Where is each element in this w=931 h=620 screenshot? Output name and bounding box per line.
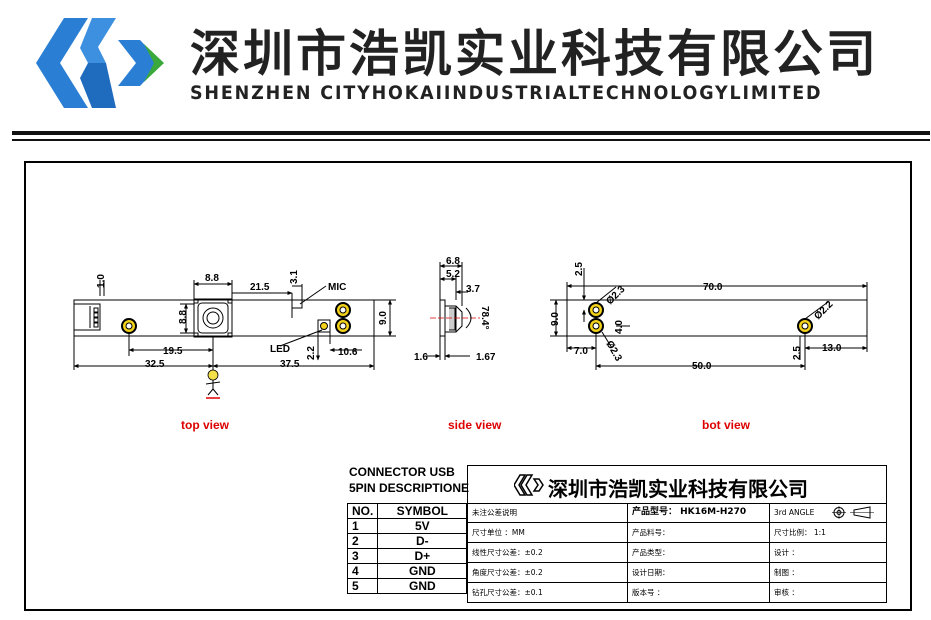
pin-symbol: GND <box>377 578 468 594</box>
dim-9-0-top: 9.0 <box>378 311 389 325</box>
drawing-frame <box>24 161 912 611</box>
bot-view-pcb-outline <box>566 299 868 337</box>
dim-8-8-top: 8.8 <box>205 273 219 284</box>
hk-small-logo-icon <box>514 474 544 496</box>
mascot-figure-icon <box>205 369 221 399</box>
title-block-row: 钻孔尺寸公差：±0.1 版本号 ： 审核 ： <box>468 583 886 602</box>
dim-phi-2-2: Ø2.2 <box>812 299 835 322</box>
title-block-row: 尺寸单位 ：MM 产品料号： 尺寸比例： 1:1 <box>468 523 886 543</box>
pin-no: 3 <box>346 548 379 564</box>
dim-3-1: 3.1 <box>289 270 300 284</box>
hole-tolerance: 钻孔尺寸公差：±0.1 <box>468 583 628 602</box>
top-view-label: top view <box>181 418 230 432</box>
dim-70-0: 70.0 <box>703 282 723 293</box>
pin-table-header: NO.SYMBOL <box>346 503 468 519</box>
dim-6-8: 6.8 <box>446 256 460 267</box>
dim-5-2: 5.2 <box>446 269 460 280</box>
version-no: 版本号 ： <box>628 583 770 602</box>
bot-view <box>550 268 868 370</box>
projection-angle-label: 3rd ANGLE <box>774 508 815 517</box>
title-block-row: 未注公差说明 产品型号： HK16M-H270 3rd ANGLE <box>468 503 886 523</box>
lens-holder <box>193 298 233 338</box>
angle-tolerance: 角度尺寸公差：±0.2 <box>468 563 628 582</box>
side-view-label: side view <box>448 418 502 432</box>
header-divider-thick <box>12 131 930 135</box>
usb-connector <box>73 303 101 331</box>
third-angle-projection-icon <box>832 506 874 519</box>
dim-1-67: 1.67 <box>476 352 496 363</box>
drawing-scale: 尺寸比例： 1:1 <box>774 528 826 537</box>
dim-7-0: 7.0 <box>574 346 588 357</box>
page-header: 深圳市浩凯实业科技有限公司 SHENZHEN CITYHOKAIINDUSTRI… <box>0 0 931 150</box>
title-block-row: 线性尺寸公差：±0.2 产品类型： 设计 ： <box>468 543 886 563</box>
pin-symbol: GND <box>377 563 468 579</box>
drawn-by: 制图 ： <box>774 568 799 577</box>
dim-13-0: 13.0 <box>822 343 842 354</box>
title-block-header: 深圳市浩凯实业科技有限公司 <box>468 466 886 504</box>
dim-32-5: 32.5 <box>145 359 165 370</box>
dim-2-5-top: 2.5 <box>574 262 585 276</box>
top-view <box>73 280 396 370</box>
dim-50-0: 50.0 <box>692 361 712 372</box>
led-label: LED <box>270 344 290 355</box>
dim-1-6: 1.6 <box>414 352 428 363</box>
title-block-row: 角度尺寸公差：±0.2 设计日期： 制图 ： <box>468 563 886 583</box>
connector-title-line2: 5PIN DESCRIPTIONE <box>349 481 470 495</box>
header-divider-thin <box>12 139 930 141</box>
designed-by: 设计 ： <box>774 548 799 557</box>
pin-symbol: D+ <box>377 548 468 564</box>
pin-no: 2 <box>346 533 379 549</box>
dim-10-6: 10.6 <box>338 347 358 358</box>
side-view <box>426 262 480 360</box>
pin-no-header: NO. <box>346 503 379 519</box>
pin-no: 1 <box>346 518 379 534</box>
dim-37-5: 37.5 <box>280 359 300 370</box>
dim-2-2: 2.2 <box>306 346 317 360</box>
product-model: 产品型号： HK16M-H270 <box>628 503 770 522</box>
dim-2-5-bottom: 2.5 <box>792 346 803 360</box>
projection-angle: 3rd ANGLE <box>770 503 888 522</box>
dim-phi-2-3-bottom: Ø2.3 <box>603 339 624 364</box>
dim-4-0: 4.0 <box>614 320 625 334</box>
dim-phi-2-3-top: Ø2.3 <box>604 284 627 307</box>
dim-21-5: 21.5 <box>250 282 270 293</box>
led-component <box>317 319 331 333</box>
connector-title: CONNECTOR USB 5PIN DESCRIPTIONE <box>349 464 469 496</box>
product-type: 产品类型： <box>628 543 770 562</box>
dim-9-0-bot: 9.0 <box>550 312 561 326</box>
pin-no: 4 <box>346 563 379 579</box>
dim-19-5: 19.5 <box>163 346 183 357</box>
pin-symbol: D- <box>377 533 468 549</box>
hk-logo-icon <box>36 18 164 108</box>
title-block: 深圳市浩凯实业科技有限公司 未注公差说明 产品型号： HK16M-H270 3r… <box>467 465 887 603</box>
reviewed-by: 审核 ： <box>774 588 799 597</box>
dim-1-0: 1.0 <box>96 274 107 288</box>
company-name-cn: 深圳市浩凯实业科技有限公司 <box>190 25 879 83</box>
pin-no: 5 <box>346 578 379 594</box>
top-view-pcb-outline <box>73 299 375 337</box>
connector-title-line1: CONNECTOR USB <box>349 465 455 479</box>
company-name-en: SHENZHEN CITYHOKAIINDUSTRIALTECHNOLOGYLI… <box>190 82 823 104</box>
dim-8-8-side: 8.8 <box>178 310 189 324</box>
linear-tolerance: 线性尺寸公差：±0.2 <box>468 543 628 562</box>
tolerance-heading: 未注公差说明 <box>468 503 628 522</box>
bot-view-label: bot view <box>702 418 751 432</box>
design-date: 设计日期： <box>628 563 770 582</box>
dimension-unit: 尺寸单位 ：MM <box>468 523 628 542</box>
pin-symbol-header: SYMBOL <box>377 503 468 519</box>
product-part-no: 产品料号： <box>628 523 770 542</box>
pin-symbol: 5V <box>377 518 468 534</box>
dim-3-7: 3.7 <box>466 284 480 295</box>
dim-78-4-deg: 78.4° <box>479 306 490 329</box>
mic-label: MIC <box>328 282 346 293</box>
title-block-company: 深圳市浩凯实业科技有限公司 <box>548 477 808 501</box>
